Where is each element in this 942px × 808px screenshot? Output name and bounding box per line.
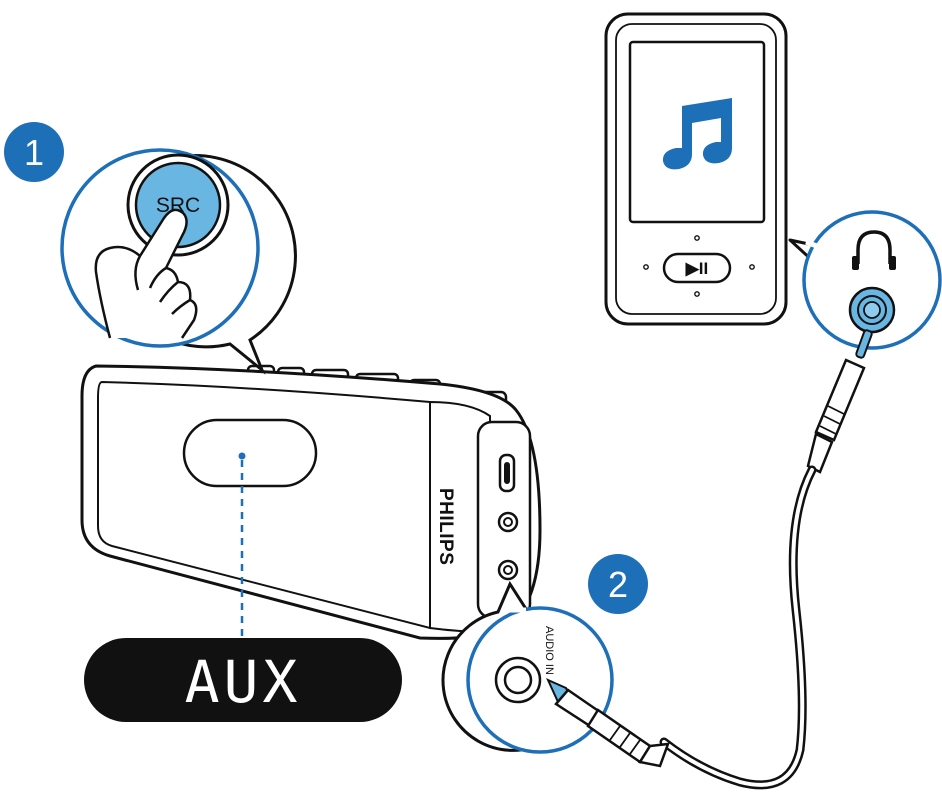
step-1-callout: SRC: [62, 150, 295, 370]
display-zoom: AUX: [84, 638, 402, 722]
audio-cable: [664, 329, 873, 784]
speaker-display-window: [184, 420, 316, 486]
player-screen: [630, 42, 764, 222]
step-2-number: 2: [608, 564, 628, 605]
speaker: PHILIPS: [82, 366, 540, 638]
display-text: AUX: [185, 648, 302, 716]
audio-jack-icon: [850, 288, 894, 332]
music-player: ▶II: [606, 14, 786, 324]
play-pause-symbol: ▶II: [685, 259, 709, 278]
headphone-callout: [790, 212, 940, 348]
step-1-number: 1: [24, 132, 44, 173]
speaker-brand: PHILIPS: [435, 488, 456, 565]
step-1-badge: 1: [4, 122, 64, 182]
step-2-badge: 2: [588, 554, 648, 614]
audio-in-label: AUDIO IN: [543, 626, 555, 675]
